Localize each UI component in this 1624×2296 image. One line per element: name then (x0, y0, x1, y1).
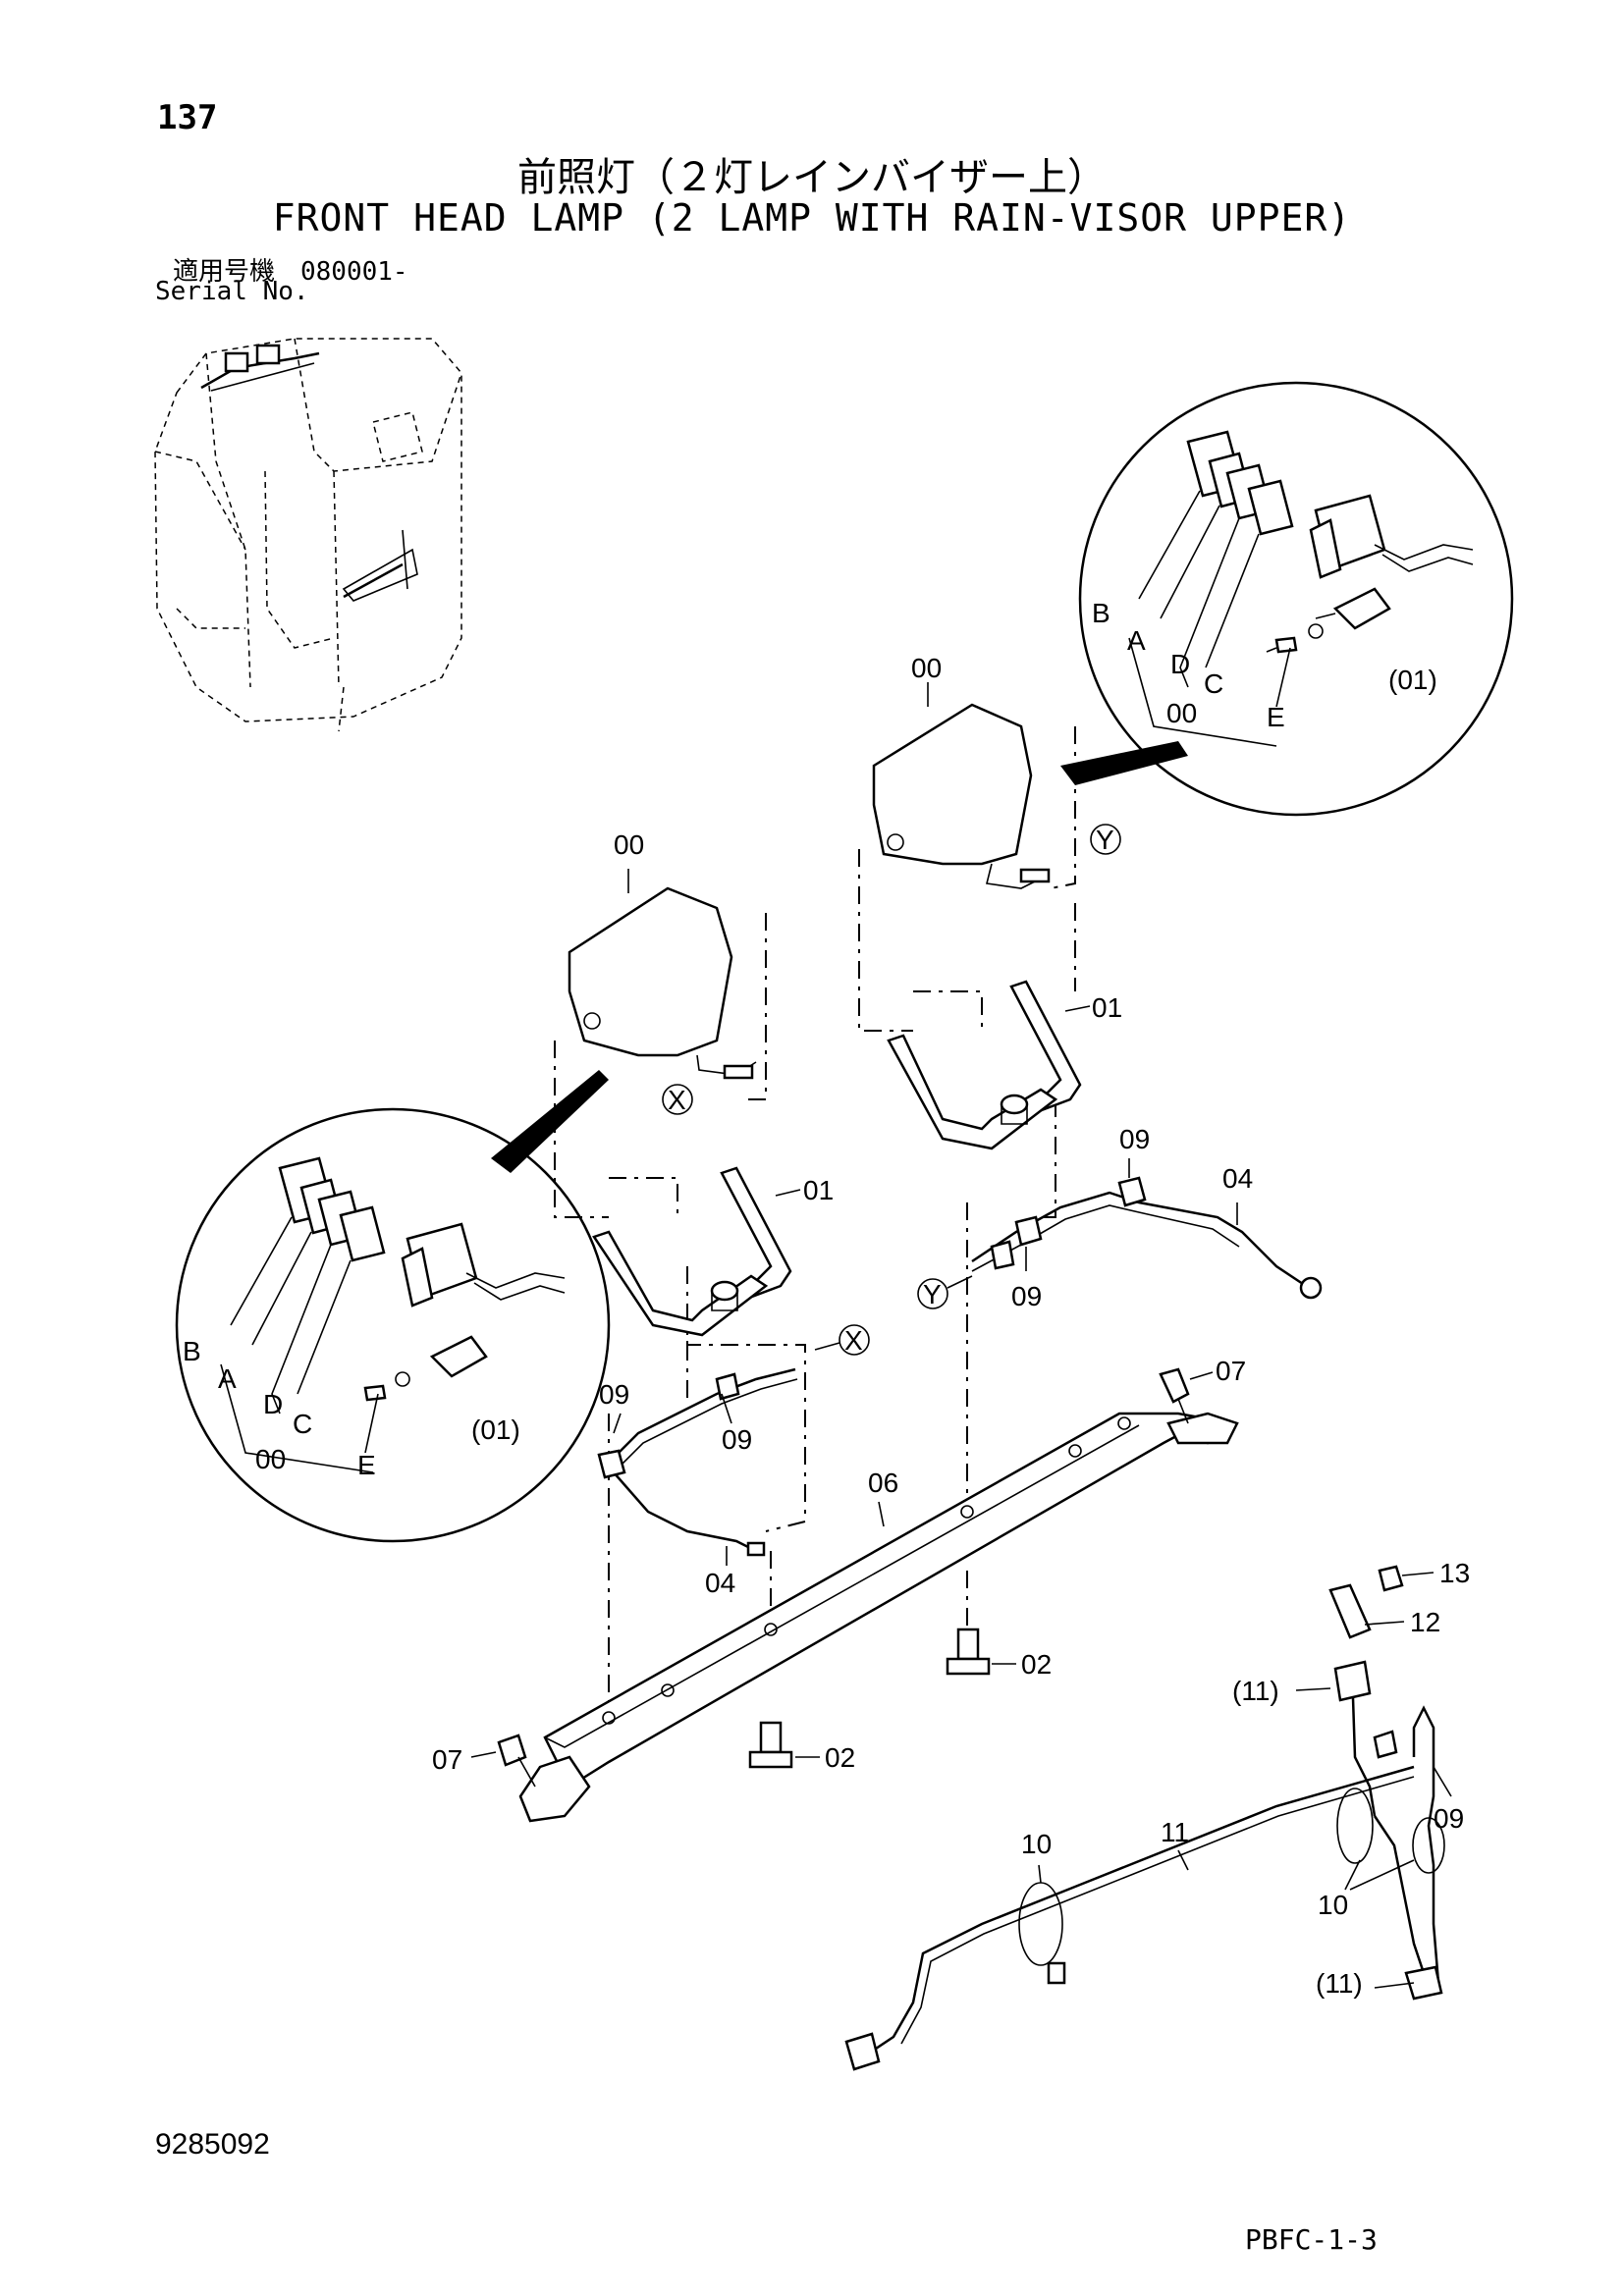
detail-left-label-c: C (293, 1409, 312, 1439)
callout-tie-10-right: 10 (1318, 1890, 1348, 1920)
callout-bolt-07-right: 07 (1216, 1356, 1246, 1386)
cab-overview-drawing (154, 338, 462, 732)
page-number: 137 (157, 98, 218, 137)
callout-harness-right: 04 (1222, 1163, 1253, 1194)
reference-markers: Y X Y X (662, 824, 1121, 1356)
detail-left-label-e: E (357, 1450, 376, 1480)
callout-bolt-07-left: 07 (432, 1744, 462, 1775)
callout-bar: 06 (868, 1468, 898, 1498)
detail-right-label-a: A (1127, 625, 1146, 656)
harness-11: 13 12 (11) 10 10 09 11 (844, 1558, 1470, 2071)
bolt-02-low: 02 (748, 1721, 855, 1773)
lamp-right: 00 (872, 653, 1051, 889)
callout-bolt-02-low: 02 (825, 1742, 855, 1773)
ref-y-upper: Y (1096, 825, 1114, 855)
callout-harness-11-ref-upper: (11) (1232, 1676, 1279, 1706)
callout-harness-11-ref-lower: (11) (1316, 1968, 1363, 1999)
page-title: FRONT HEAD LAMP (2 LAMP WITH RAIN-VISOR … (272, 196, 1352, 240)
callout-clip-09-a: 09 (1119, 1124, 1150, 1154)
callout-clip-09-c: 09 (722, 1424, 752, 1455)
ref-x-upper: X (668, 1085, 686, 1115)
detail-left-label-00: 00 (255, 1444, 286, 1474)
callout-harness-left: 04 (705, 1568, 735, 1598)
bolt-07-left: 07 (432, 1734, 536, 1788)
harness-right: 04 09 09 (971, 1124, 1323, 1311)
detail-left-label-a: A (218, 1363, 237, 1394)
callout-clip-09-d: 09 (599, 1379, 629, 1410)
callout-harness-11: 11 (1161, 1817, 1189, 1847)
callout-lamp-left: 00 (614, 829, 644, 860)
bracket-right: 01 (887, 980, 1122, 1150)
serial-label: Serial No. (155, 277, 309, 306)
detail-right-label-d: D (1170, 649, 1190, 679)
detail-left-label-01: (01) (471, 1415, 520, 1445)
callout-lamp-right: 00 (911, 653, 942, 683)
serial-label-japanese: 適用号機 080001- (173, 257, 408, 287)
callout-clip-09-b: 09 (1011, 1281, 1042, 1311)
lamp-left: 00 (568, 829, 757, 1080)
detail-right-label-01: (01) (1388, 665, 1437, 695)
callout-bolt-02-mid: 02 (1021, 1649, 1052, 1680)
detail-circle-left: B A D C 00 E (01) (175, 1070, 611, 1543)
callout-bracket-left: 01 (803, 1175, 834, 1205)
document-number: 9285092 (155, 2128, 270, 2161)
title-japanese: 前照灯（２灯レインバイザー上） (517, 155, 1107, 200)
callout-tie-10-left: 10 (1021, 1829, 1052, 1859)
callout-clip-09-e: 09 (1434, 1803, 1464, 1834)
detail-right-label-c: C (1204, 668, 1223, 699)
detail-circle-right: B A D C 00 E (01) (1060, 381, 1514, 817)
bracket-left: 01 (592, 1166, 834, 1337)
callout-relay-12: 12 (1410, 1607, 1440, 1637)
mounting-bar: 06 (518, 1412, 1239, 1823)
detail-right-label-00: 00 (1166, 698, 1197, 728)
detail-left-label-b: B (183, 1336, 201, 1366)
ref-x-lower: X (844, 1325, 863, 1356)
bolt-07-right: 07 (1159, 1356, 1246, 1424)
detail-right-label-e: E (1267, 702, 1285, 732)
detail-right-label-b: B (1092, 598, 1110, 628)
detail-left-label-d: D (263, 1389, 283, 1419)
harness-left: 09 09 04 (597, 1367, 798, 1598)
callout-bracket-right: 01 (1092, 992, 1122, 1023)
bolt-02-mid: 02 (946, 1628, 1052, 1680)
ref-y-lower: Y (923, 1279, 942, 1309)
callout-screw-13: 13 (1439, 1558, 1470, 1588)
alignment-lines (554, 726, 1076, 1728)
figure-code: PBFC-1-3 (1245, 2223, 1378, 2256)
